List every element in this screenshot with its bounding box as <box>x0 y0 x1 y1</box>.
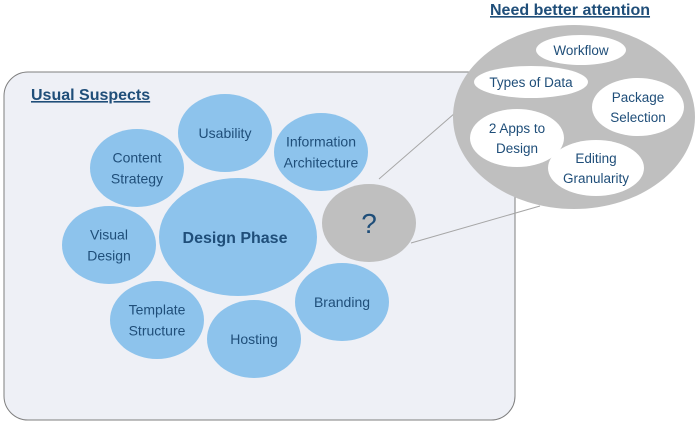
usual-suspects-bubbles: UsabilityInformationArchitectureContentS… <box>62 94 416 378</box>
callout-item-package-selection-label: Selection <box>610 110 666 125</box>
bubble-hosting: Hosting <box>207 300 301 378</box>
bubble-template-structure-label: Structure <box>129 323 186 339</box>
callout-item-two-apps-shape <box>470 109 564 167</box>
callout-item-types-of-data-label: Types of Data <box>489 75 573 90</box>
bubble-template-structure-shape <box>110 281 204 359</box>
callout-item-types-of-data-shape <box>474 66 588 98</box>
bubble-information-architecture-label: Architecture <box>284 155 359 171</box>
callout-item-workflow-label: Workflow <box>553 43 609 58</box>
callout-item-two-apps-label: Design <box>496 141 538 156</box>
bubble-question-shape <box>322 184 416 262</box>
usual-suspects-title: Usual Suspects <box>31 87 150 104</box>
bubble-design-phase-shape <box>159 178 317 296</box>
callout-item-editing-granularity-shape <box>548 140 644 196</box>
connector-line-bottom <box>410 205 541 244</box>
bubble-question: ? <box>322 184 416 262</box>
bubble-usability: Usability <box>178 94 272 172</box>
bubble-visual-design-label: Design <box>87 248 131 264</box>
callout-item-two-apps-label: 2 Apps to <box>489 121 545 136</box>
callout-item-package-selection-label: Package <box>612 90 665 105</box>
callout-item-editing-granularity-label: Editing <box>575 151 616 166</box>
design-phase-label: Design Phase <box>183 230 288 247</box>
bubble-branding: Branding <box>295 263 389 341</box>
bubble-information-architecture-shape <box>274 113 368 191</box>
bubble-hosting-label: Hosting <box>230 331 277 347</box>
callout-item-workflow: Workflow <box>536 35 626 65</box>
bubble-information-architecture-label: Information <box>286 134 356 150</box>
bubble-usability-shape <box>178 94 272 172</box>
callout-item-workflow-shape <box>536 35 626 65</box>
question-mark-label: ? <box>361 208 377 239</box>
bubble-content-strategy-label: Content <box>112 150 161 166</box>
bubble-content-strategy-shape <box>90 129 184 207</box>
callout-item-editing-granularity-label: Granularity <box>563 171 629 186</box>
callout-item-package-selection-shape <box>592 78 684 136</box>
bubble-visual-design-label: Visual <box>90 227 128 243</box>
bubble-template-structure-label: Template <box>129 302 186 318</box>
bubble-design-phase: Design Phase <box>159 178 317 296</box>
bubble-branding-label: Branding <box>314 294 370 310</box>
bubble-visual-design-shape <box>62 206 156 284</box>
bubble-usability-label: Usability <box>199 125 252 141</box>
bubble-branding-shape <box>295 263 389 341</box>
need-attention-title: Need better attention <box>490 2 650 19</box>
bubble-content-strategy-label: Strategy <box>111 171 163 187</box>
callout-item-types-of-data: Types of Data <box>474 66 588 98</box>
callout-item-two-apps: 2 Apps to Design <box>470 109 564 167</box>
bubble-hosting-shape <box>207 300 301 378</box>
